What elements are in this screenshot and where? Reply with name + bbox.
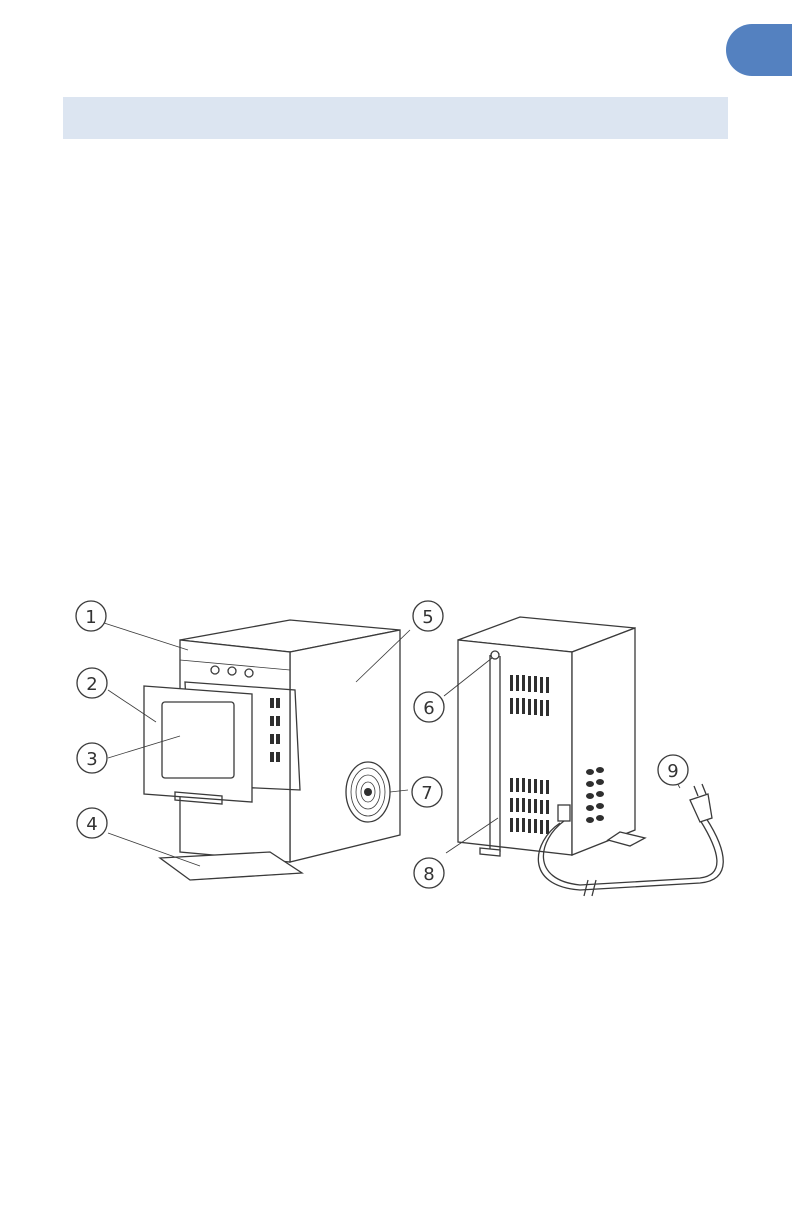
- callout-8: 8: [414, 858, 444, 888]
- fan-grille: [346, 762, 390, 822]
- button-icon: [228, 667, 236, 675]
- svg-text:9: 9: [667, 761, 678, 782]
- front-unit: [144, 620, 400, 880]
- plug-icon: [690, 794, 712, 822]
- svg-text:8: 8: [423, 864, 434, 885]
- rear-unit: [458, 617, 723, 896]
- product-diagram: 1 2 3 4 5 6 7 8: [60, 590, 740, 910]
- section-banner: [63, 97, 728, 139]
- callout-3: 3: [77, 743, 107, 773]
- product-diagram-svg: 1 2 3 4 5 6 7 8: [60, 590, 740, 910]
- callout-9: 9: [658, 755, 688, 785]
- svg-text:6: 6: [423, 698, 434, 719]
- button-icon: [245, 669, 253, 677]
- power-socket: [558, 805, 570, 821]
- svg-text:4: 4: [86, 814, 97, 835]
- callout-2: 2: [77, 668, 107, 698]
- window: [162, 702, 234, 778]
- button-icon: [211, 666, 219, 674]
- svg-text:3: 3: [86, 749, 97, 770]
- svg-text:5: 5: [422, 607, 433, 628]
- callout-4: 4: [77, 808, 107, 838]
- callout-1: 1: [76, 601, 106, 631]
- svg-text:7: 7: [421, 783, 432, 804]
- svg-text:1: 1: [85, 607, 96, 628]
- callout-6: 6: [414, 692, 444, 722]
- callout-5: 5: [413, 601, 443, 631]
- svg-text:2: 2: [86, 674, 97, 695]
- callout-7: 7: [412, 777, 442, 807]
- chapter-tab: [726, 24, 792, 76]
